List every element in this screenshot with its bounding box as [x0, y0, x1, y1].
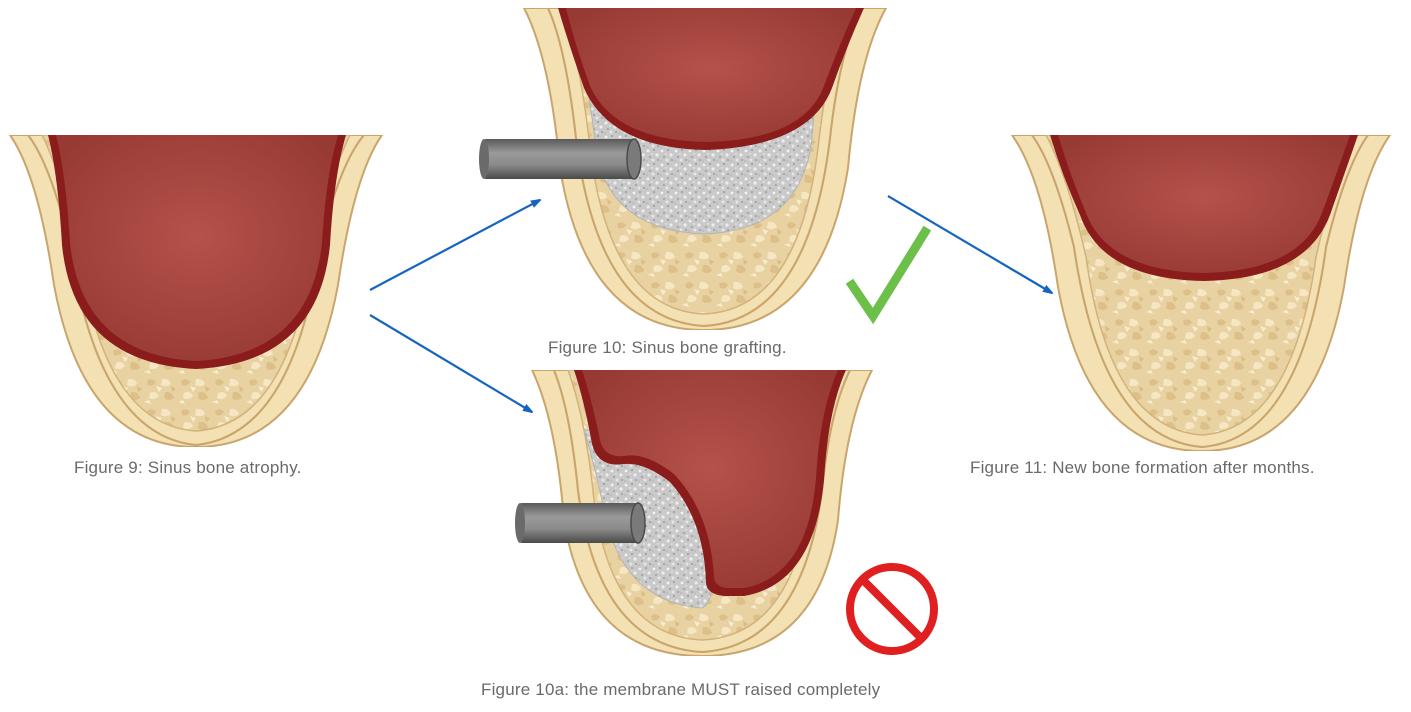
arrow-fig9-to-fig10: [370, 200, 540, 290]
prohibited-icon: [850, 567, 934, 651]
arrow-fig9-to-fig10a: [370, 315, 532, 412]
check-mark-icon: [852, 232, 925, 316]
